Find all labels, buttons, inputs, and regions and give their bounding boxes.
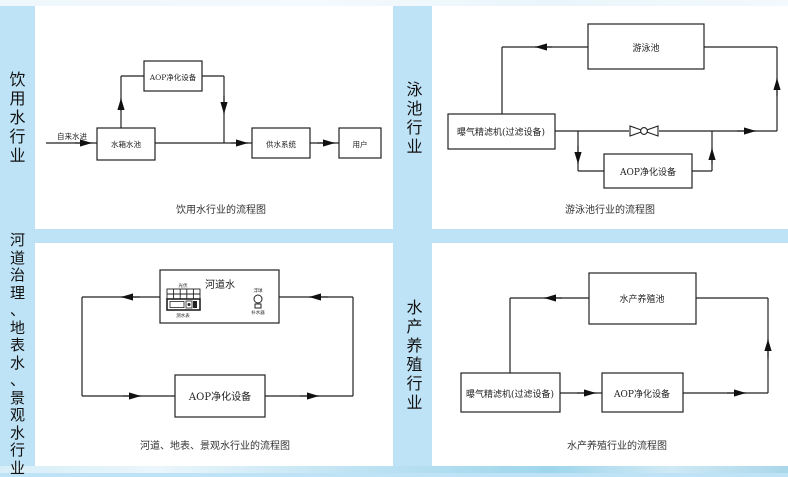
aop-label: AOP净化设备: [149, 72, 197, 82]
panel-drinking-water: 自来水进 水箱水池 AOP净化设备 供水系统 用户 饮用水行业的流程图: [35, 6, 393, 229]
tank-label: 水箱水池: [111, 139, 141, 149]
filter-label: 曝气精滤机(过滤设备): [457, 126, 545, 138]
meter-label: 测水表: [176, 312, 190, 319]
side-label-aquaculture: 水产养殖行业: [397, 243, 432, 466]
side-label-text: 泳池行业: [406, 79, 423, 156]
tank-box: [96, 127, 156, 161]
aop-label: AOP净化设备: [619, 166, 676, 178]
caption-swimming-pool: 游泳池行业的流程图: [565, 203, 655, 216]
user-label: 用户: [353, 139, 368, 149]
side-label-text: 河道治理、地表水、景观水行业: [9, 231, 25, 477]
side-label-river: 河道治理、地表水、景观水行业: [0, 231, 35, 476]
inlet-label: 自来水进: [57, 131, 87, 141]
flowchart-aquaculture: 水产养殖池 曝气精滤机(过滤设备) AOP净化设备 水产养殖行业的流程图: [460, 272, 772, 452]
solar-label: 光伏: [179, 282, 188, 289]
flowchart-drinking-water: 自来水进 水箱水池 AOP净化设备 供水系统 用户 饮用水行业的流程图: [46, 60, 382, 216]
valve-icon: [629, 125, 659, 137]
sensor-bottom-label: 补水器: [251, 309, 265, 316]
side-label-swimming-pool: 泳池行业: [397, 6, 432, 229]
filter-label: 曝气精滤机(过滤设备): [466, 388, 554, 400]
aop-label: AOP净化设备: [188, 390, 251, 403]
solar-panel-icon: [166, 288, 201, 300]
user-box: [338, 127, 382, 159]
pool-label: 游泳池: [632, 42, 659, 54]
water-meter-icon: [166, 298, 201, 311]
flowchart-swimming-pool: 游泳池 曝气精滤机(过滤设备) AOP净化设备 游泳池行业的流程图: [447, 23, 781, 216]
side-label-drinking-water: 饮用水行业: [0, 6, 35, 229]
flowchart-river: 光伏 测水表 浮球 补水器 河道水 AOP净化设备 河道、地表、景观水行业的流程…: [81, 269, 354, 452]
river-label: 河道水: [205, 278, 235, 291]
sensor-top-label: 浮球: [254, 287, 263, 294]
caption-drinking-water: 饮用水行业的流程图: [176, 203, 266, 216]
float-sensor-icon: [253, 294, 263, 309]
side-label-text: 饮用水行业: [9, 70, 26, 165]
supply-label: 供水系统: [266, 139, 296, 149]
panel-aquaculture: 水产养殖池 曝气精滤机(过滤设备) AOP净化设备 水产养殖行业的流程图: [432, 243, 788, 466]
caption-river: 河道、地表、景观水行业的流程图: [140, 439, 290, 452]
pond-label: 水产养殖池: [619, 293, 664, 305]
top-decor-strip: [0, 0, 788, 6]
panel-river: 光伏 测水表 浮球 补水器 河道水 AOP净化设备 河道、地表、景观水行业的流程…: [35, 243, 393, 466]
caption-aquaculture: 水产养殖行业的流程图: [567, 439, 667, 452]
panel-swimming-pool: 游泳池 曝气精滤机(过滤设备) AOP净化设备 游泳池行业的流程图: [432, 6, 788, 229]
side-label-text: 水产养殖行业: [406, 297, 423, 412]
bottom-decor-strip: [0, 466, 788, 473]
aop-label: AOP净化设备: [613, 388, 670, 400]
